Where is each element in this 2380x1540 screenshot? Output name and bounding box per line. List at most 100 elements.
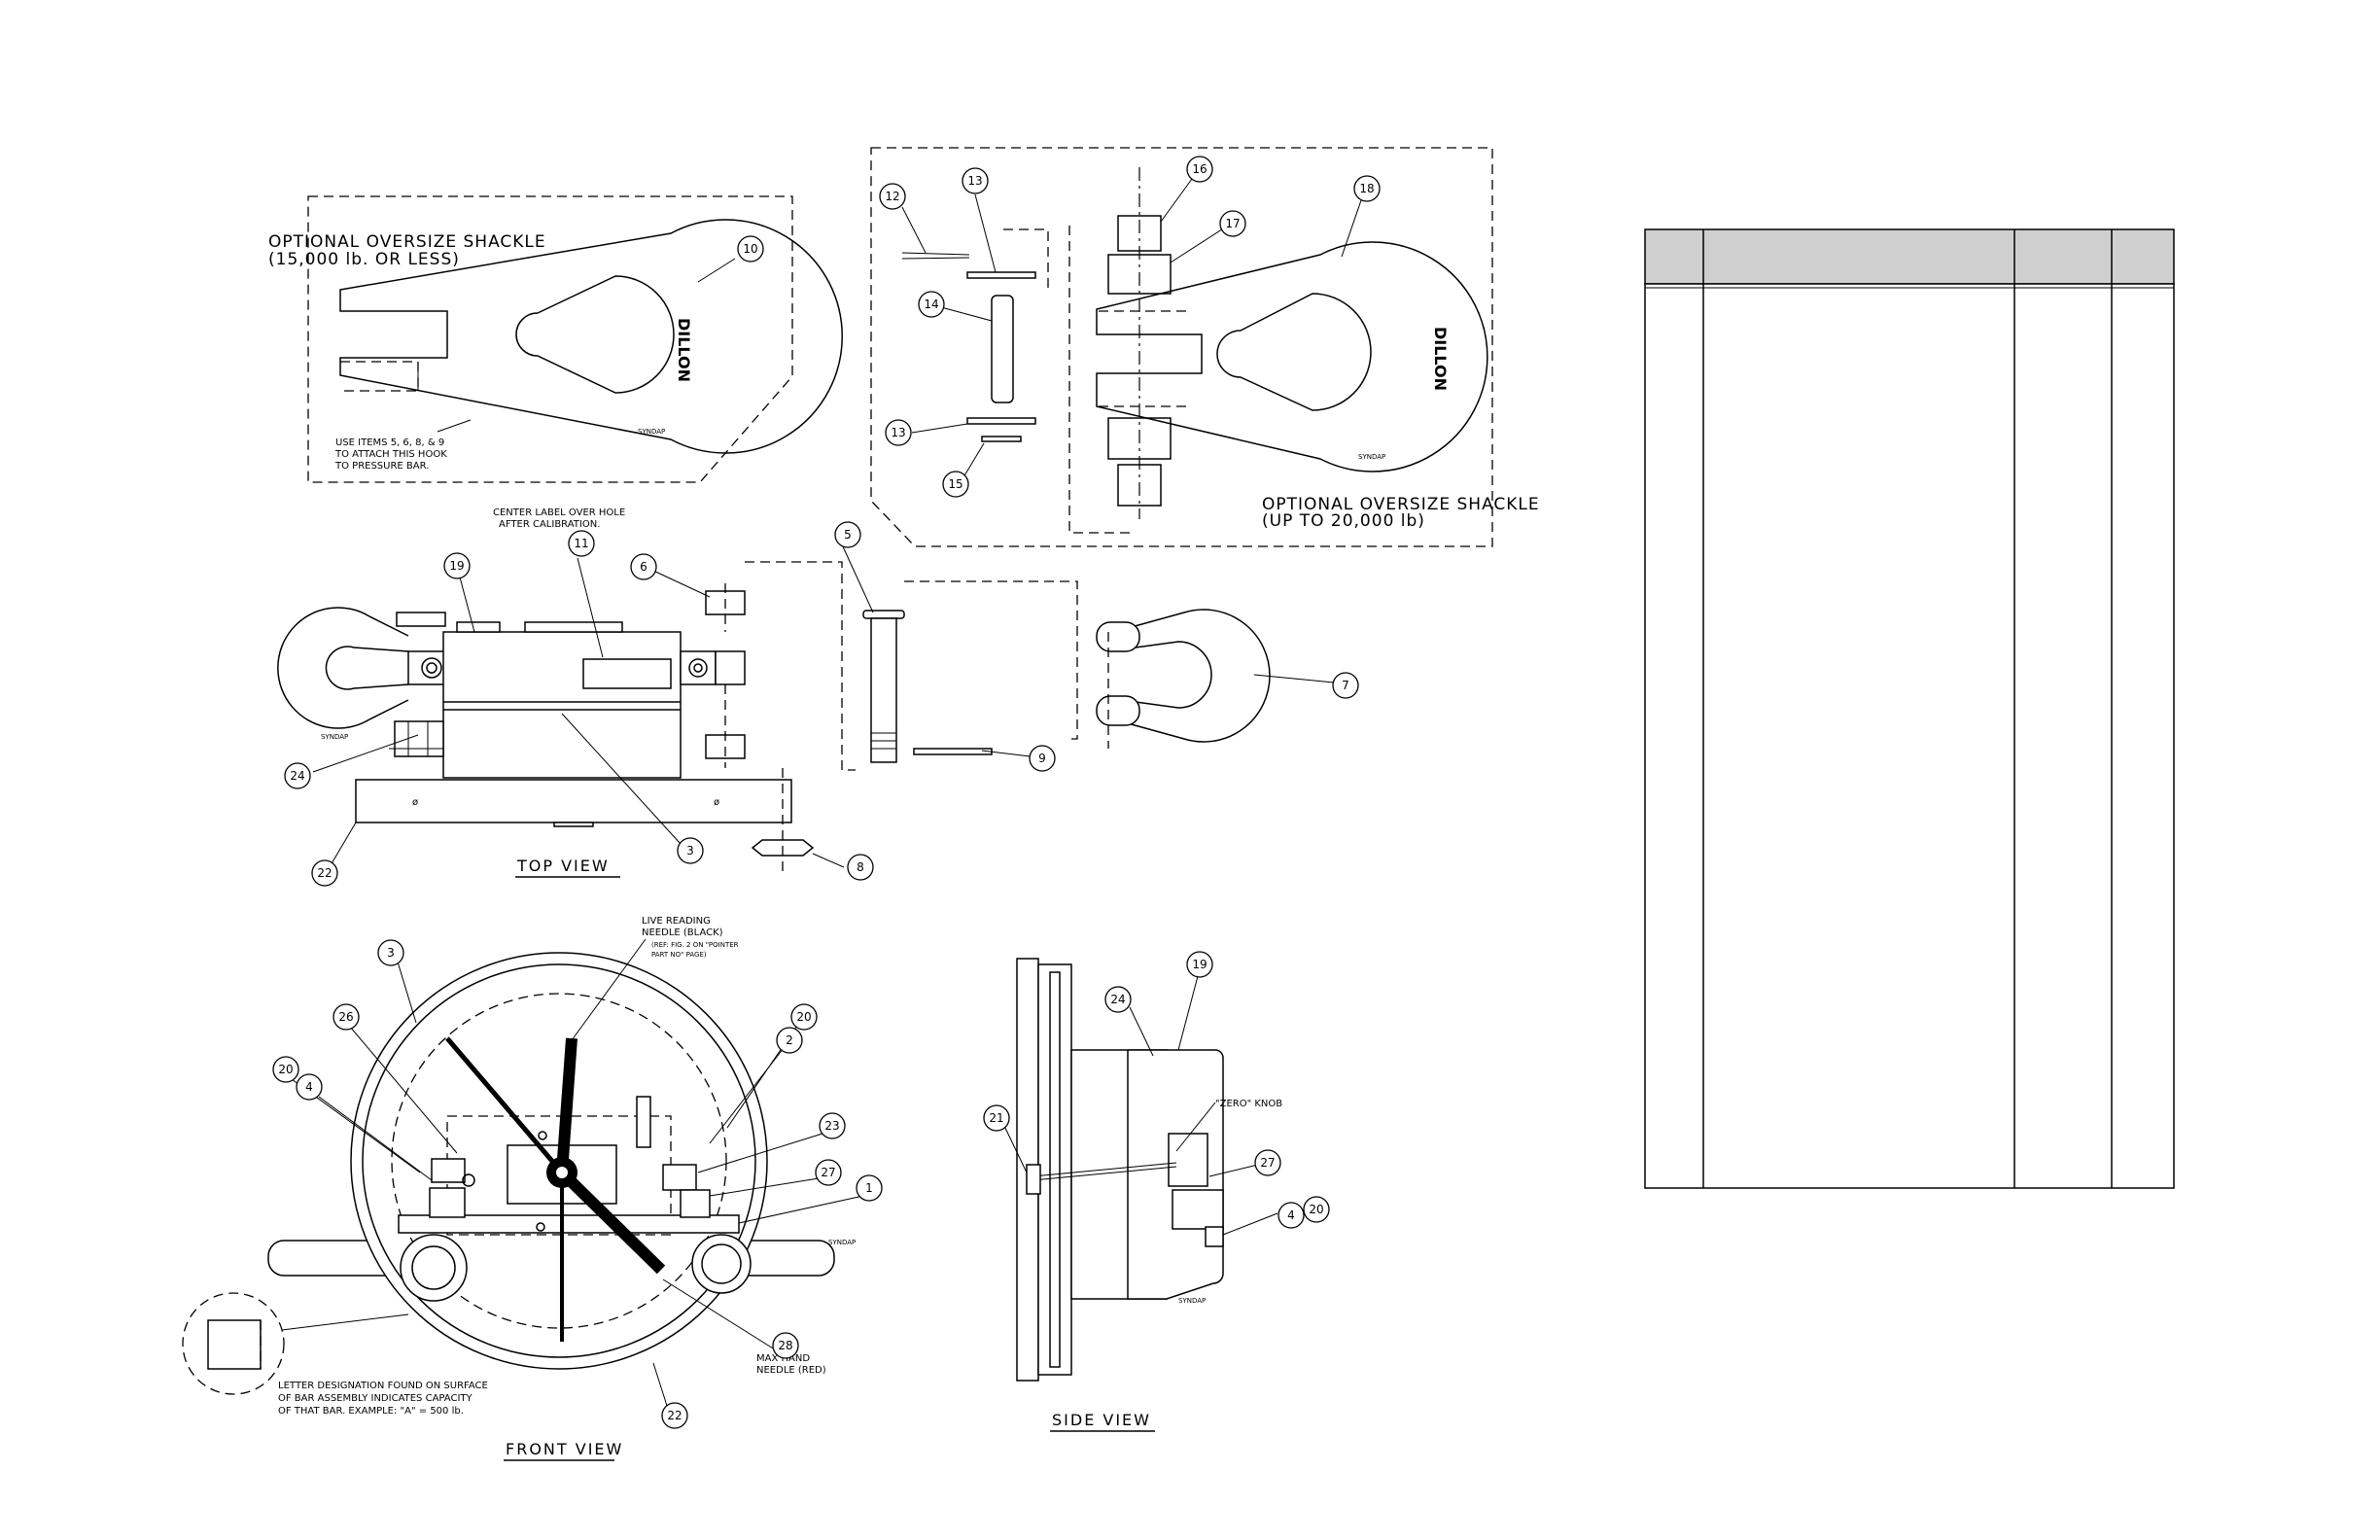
use-items-note-3: TO PRESSURE BAR. xyxy=(334,461,429,472)
balloon-3-top: 3 xyxy=(677,837,704,864)
balloon-2: 2 xyxy=(776,1027,803,1054)
stamp-front-view: SYNDAP xyxy=(828,1239,856,1246)
balloon-4-side: 4 xyxy=(1278,1202,1305,1229)
letter-note-2: OF BAR ASSEMBLY INDICATES CAPACITY xyxy=(278,1393,473,1404)
svg-text:20: 20 xyxy=(796,1010,811,1024)
brand-dillon-15k: DILLON xyxy=(675,318,693,382)
balloon-22-top: 22 xyxy=(311,859,338,887)
svg-text:18: 18 xyxy=(1359,182,1374,195)
live-needle-note-1: LIVE READING xyxy=(642,916,711,927)
balloon-28: 28 xyxy=(772,1332,799,1359)
balloon-20-front-right: 20 xyxy=(790,1003,818,1031)
balloon-19-top: 19 xyxy=(443,552,471,579)
balloon-13-top: 13 xyxy=(962,167,989,194)
svg-text:19: 19 xyxy=(1192,958,1207,971)
hole-mark-left: ø xyxy=(412,797,418,808)
shackle-15k-capacity: (15,000 lb. OR LESS) xyxy=(268,250,460,269)
oversize-shackle-20k-panel: DILLON SYNDAP OPTIONAL OVERSIZE SHACKLE … xyxy=(870,147,1540,547)
front-view: SYNDAP LIVE READING NEEDLE (BLACK) (REF:… xyxy=(182,916,883,1461)
balloon-24-top: 24 xyxy=(284,762,311,789)
live-needle-note-2: NEEDLE (BLACK) xyxy=(642,928,723,938)
svg-text:9: 9 xyxy=(1038,752,1046,765)
svg-text:3: 3 xyxy=(686,844,694,858)
svg-text:24: 24 xyxy=(1110,993,1125,1006)
shackle-20k-capacity: (UP TO 20,000 lb) xyxy=(1262,511,1425,531)
stamp-side-view: SYNDAP xyxy=(1178,1297,1206,1305)
svg-text:16: 16 xyxy=(1192,162,1207,176)
balloon-10: 10 xyxy=(737,235,764,262)
balloon-20-side: 20 xyxy=(1303,1196,1330,1223)
balloon-19-side: 19 xyxy=(1186,951,1213,978)
balloon-7: 7 xyxy=(1332,672,1359,699)
balloon-13-bottom: 13 xyxy=(885,419,912,446)
side-view: SYNDAP "ZERO" KNOB 24 19 21 27 4 20 SIDE… xyxy=(983,951,1330,1432)
svg-text:22: 22 xyxy=(667,1409,682,1422)
balloon-23: 23 xyxy=(819,1112,846,1139)
center-label-note-1: CENTER LABEL OVER HOLE xyxy=(493,508,625,518)
top-view-title: TOP VIEW xyxy=(516,857,610,875)
svg-text:2: 2 xyxy=(786,1033,793,1047)
svg-text:24: 24 xyxy=(290,769,304,783)
svg-text:12: 12 xyxy=(885,190,899,203)
oversize-shackle-15k-panel: OPTIONAL OVERSIZE SHACKLE (15,000 lb. OR… xyxy=(268,195,843,483)
use-items-note-1: USE ITEMS 5, 6, 8, & 9 xyxy=(335,438,444,448)
svg-text:6: 6 xyxy=(640,560,648,574)
svg-text:14: 14 xyxy=(924,298,938,311)
svg-text:10: 10 xyxy=(743,242,757,256)
balloon-26: 26 xyxy=(332,1003,360,1031)
balloon-14: 14 xyxy=(918,291,945,318)
top-view: CENTER LABEL OVER HOLE AFTER CALIBRATION… xyxy=(277,508,1359,887)
stamp-top-view: SYNDAP xyxy=(321,733,348,741)
live-needle-note-3: (REF: FIG. 2 ON "POINTER xyxy=(651,941,739,949)
balloon-18: 18 xyxy=(1353,175,1381,202)
svg-text:5: 5 xyxy=(844,528,852,542)
shackle-20k-title: OPTIONAL OVERSIZE SHACKLE xyxy=(1262,495,1540,514)
balloon-16: 16 xyxy=(1186,156,1213,183)
hole-mark-right: ø xyxy=(714,797,719,808)
balloon-9: 9 xyxy=(1029,745,1056,772)
svg-text:19: 19 xyxy=(449,559,464,573)
svg-text:20: 20 xyxy=(278,1063,293,1076)
svg-text:1: 1 xyxy=(865,1181,873,1195)
balloon-15: 15 xyxy=(942,471,969,498)
balloon-5: 5 xyxy=(834,521,861,548)
balloon-21: 21 xyxy=(983,1104,1010,1132)
svg-text:17: 17 xyxy=(1225,217,1240,230)
svg-text:7: 7 xyxy=(1342,679,1349,692)
balloon-22-front: 22 xyxy=(661,1402,688,1429)
balloon-1: 1 xyxy=(856,1174,883,1202)
svg-text:11: 11 xyxy=(574,537,588,550)
balloon-17: 17 xyxy=(1219,210,1246,237)
svg-text:27: 27 xyxy=(1260,1156,1275,1170)
letter-note-3: OF THAT BAR. EXAMPLE: "A" = 500 lb. xyxy=(278,1406,464,1417)
svg-text:27: 27 xyxy=(821,1166,835,1179)
use-items-note-2: TO ATTACH THIS HOOK xyxy=(334,449,447,460)
balloon-20-front-left: 20 xyxy=(272,1056,299,1083)
svg-text:13: 13 xyxy=(967,174,982,188)
balloon-3-front: 3 xyxy=(377,939,404,966)
svg-text:28: 28 xyxy=(778,1339,792,1352)
svg-text:21: 21 xyxy=(989,1111,1003,1125)
brand-dillon-20k: DILLON xyxy=(1431,327,1450,391)
balloon-27-side: 27 xyxy=(1254,1149,1281,1176)
balloon-24-side: 24 xyxy=(1104,986,1132,1013)
balloon-12: 12 xyxy=(879,183,906,210)
letter-note-1: LETTER DESIGNATION FOUND ON SURFACE xyxy=(278,1381,488,1391)
balloon-4-front: 4 xyxy=(296,1073,323,1101)
svg-text:23: 23 xyxy=(824,1119,839,1133)
stamp-20k: SYNDAP xyxy=(1358,453,1385,461)
side-view-title: SIDE VIEW xyxy=(1052,1411,1151,1429)
svg-text:15: 15 xyxy=(948,477,962,491)
parts-table xyxy=(1644,228,2175,1189)
svg-text:3: 3 xyxy=(387,946,395,960)
max-hand-note-2: NEEDLE (RED) xyxy=(756,1365,826,1376)
svg-text:4: 4 xyxy=(1287,1208,1295,1222)
zero-knob-note: "ZERO" KNOB xyxy=(1215,1099,1282,1109)
shackle-15k-title: OPTIONAL OVERSIZE SHACKLE xyxy=(268,232,546,252)
svg-text:26: 26 xyxy=(338,1010,353,1024)
svg-text:20: 20 xyxy=(1309,1203,1323,1216)
balloon-6: 6 xyxy=(630,553,657,580)
stamp-15k: SYNDAP xyxy=(638,428,665,436)
svg-text:13: 13 xyxy=(891,426,905,439)
svg-text:4: 4 xyxy=(305,1080,313,1094)
